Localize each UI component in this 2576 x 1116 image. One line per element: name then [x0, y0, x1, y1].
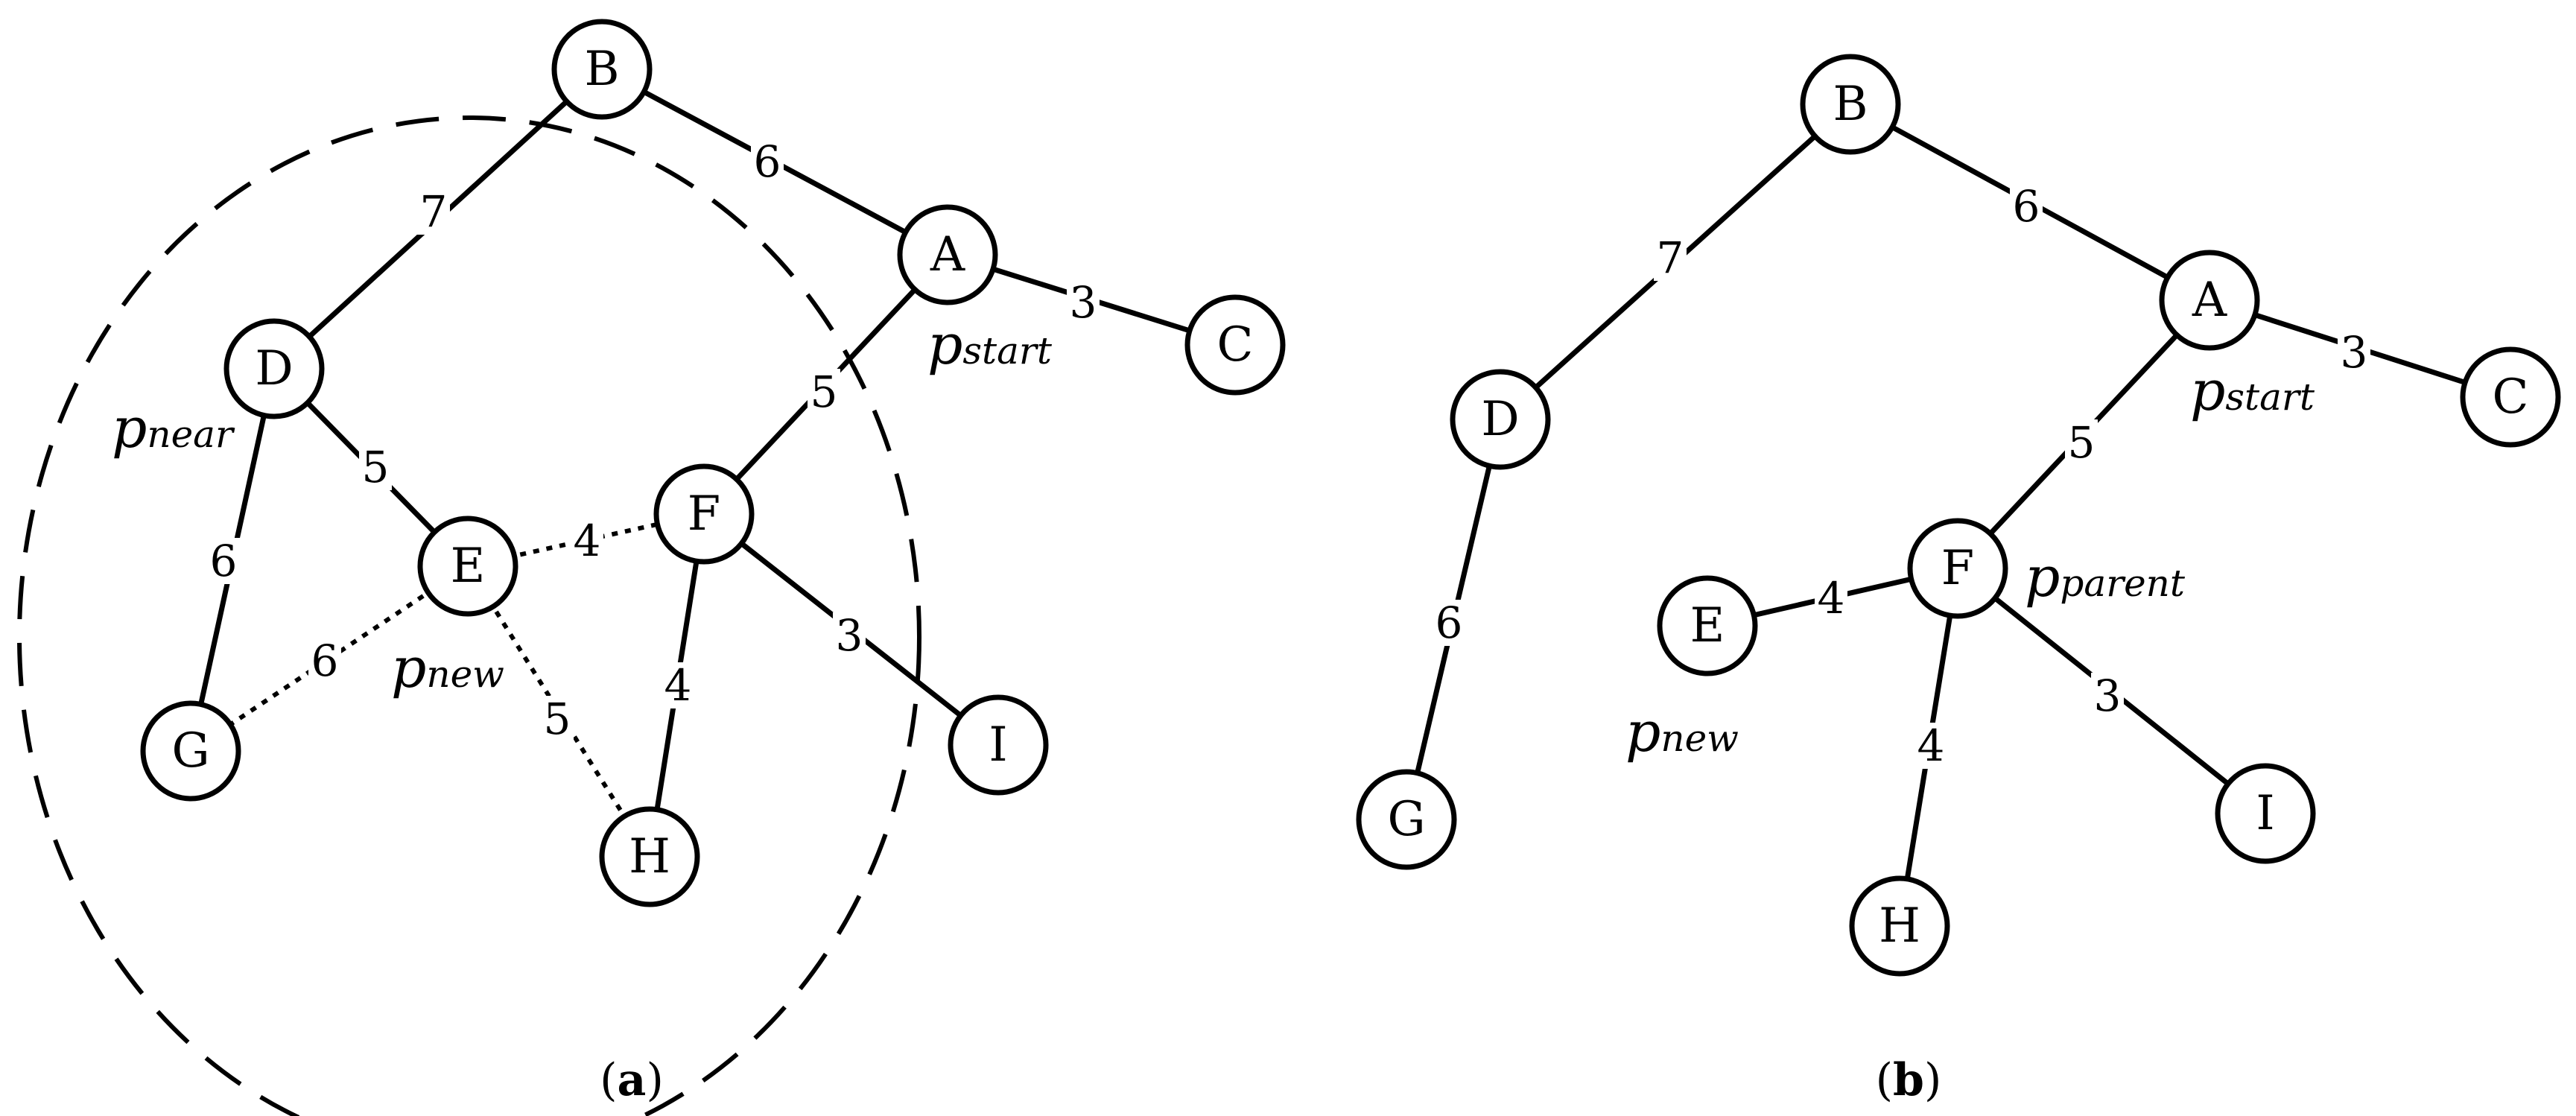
svg-text:6: 6: [754, 136, 781, 187]
neighborhood-circle: [17, 115, 921, 1116]
svg-text:6: 6: [311, 635, 339, 686]
node-a-C: C: [1184, 294, 1286, 396]
node-b-G: G: [1356, 769, 1457, 870]
panel-b: 6 7 3 5 6 4 4 3: [1356, 54, 2561, 1106]
svg-text:5: 5: [2068, 417, 2096, 468]
node-a-H: H: [599, 806, 700, 907]
svg-text:D: D: [1481, 392, 1519, 447]
weight-b-b-d: 7: [1654, 232, 1687, 283]
svg-text:5: 5: [810, 367, 838, 417]
caption-b: (b): [1876, 1054, 1942, 1106]
svg-text:3: 3: [2094, 670, 2122, 721]
annotation-b-p-new: pnew: [1625, 700, 1739, 764]
weight-b-d-g: 6: [1433, 597, 1465, 648]
annotation-a-p-new: pnew: [391, 636, 504, 700]
svg-text:3: 3: [836, 610, 863, 661]
svg-text:3: 3: [2341, 327, 2368, 378]
svg-text:G: G: [1387, 792, 1425, 847]
svg-text:I: I: [2256, 786, 2274, 841]
weight-b-a-c: 3: [2338, 327, 2370, 378]
node-a-D: D: [223, 318, 325, 419]
svg-text:4: 4: [1818, 573, 1845, 624]
svg-text:3: 3: [1070, 277, 1097, 328]
weight-a-a-c: 3: [1067, 277, 1100, 328]
caption-a: (a): [600, 1054, 664, 1106]
node-a-G: G: [140, 700, 241, 802]
node-b-B: B: [1800, 54, 1901, 155]
svg-text:H: H: [629, 829, 670, 884]
weight-b-a-f: 5: [2065, 417, 2098, 468]
node-a-F: F: [653, 463, 755, 565]
node-b-E: E: [1657, 575, 1758, 676]
weight-a-e-g: 6: [308, 635, 341, 686]
svg-text:A: A: [930, 227, 965, 282]
svg-text:B: B: [1833, 77, 1868, 132]
svg-text:5: 5: [362, 442, 390, 492]
weight-b-f-h: 4: [1914, 720, 1947, 771]
svg-text:C: C: [1217, 317, 1254, 372]
node-a-E: E: [417, 516, 518, 617]
svg-text:F: F: [688, 486, 720, 542]
node-b-A: A: [2159, 250, 2260, 351]
weight-a-b-a: 6: [751, 136, 784, 187]
weight-a-e-f: 4: [571, 516, 603, 566]
svg-text:5: 5: [544, 694, 571, 744]
svg-text:H: H: [1879, 898, 1920, 954]
node-b-C: C: [2460, 346, 2561, 448]
svg-text:4: 4: [664, 660, 692, 711]
weight-b-f-e: 4: [1815, 573, 1847, 624]
svg-text:E: E: [1690, 598, 1725, 653]
svg-text:7: 7: [1657, 232, 1684, 283]
weight-a-f-h: 4: [662, 660, 694, 711]
svg-text:F: F: [1941, 541, 1974, 596]
node-b-D: D: [1450, 369, 1551, 470]
svg-text:7: 7: [420, 186, 448, 237]
annotation-b-p-start: pstart: [2190, 359, 2315, 423]
svg-text:4: 4: [1917, 720, 1945, 771]
node-a-B: B: [551, 19, 653, 120]
node-a-I: I: [948, 694, 1049, 796]
weight-a-a-f: 5: [808, 367, 840, 417]
weight-a-d-e: 5: [359, 442, 392, 492]
annotation-a-p-start: pstart: [927, 313, 1053, 377]
node-b-I: I: [2215, 763, 2316, 864]
node-b-F: F: [1907, 518, 2008, 619]
panel-a: 6 7 3 5 5 6 4 6: [17, 19, 1286, 1116]
svg-text:I: I: [989, 717, 1007, 773]
node-b-H: H: [1849, 875, 1950, 977]
weight-a-d-g: 6: [207, 536, 240, 586]
weight-a-e-h: 5: [541, 694, 574, 744]
svg-text:A: A: [2192, 273, 2227, 328]
weight-a-b-d: 7: [417, 186, 450, 237]
svg-text:G: G: [171, 723, 209, 779]
svg-text:6: 6: [1435, 597, 1463, 648]
svg-text:C: C: [2493, 370, 2529, 425]
node-a-A: A: [897, 204, 998, 305]
annotation-b-p-parent: pparent: [2025, 545, 2186, 609]
weight-b-b-a: 6: [2010, 181, 2043, 232]
svg-text:E: E: [451, 539, 486, 594]
annotation-a-p-near: pnear: [112, 396, 235, 460]
svg-text:4: 4: [574, 516, 601, 566]
edge-a-e-h: [466, 565, 652, 858]
svg-text:B: B: [584, 42, 619, 97]
weight-b-f-i: 3: [2091, 670, 2124, 721]
weight-a-f-i: 3: [833, 610, 866, 661]
svg-text:D: D: [255, 341, 293, 396]
svg-text:6: 6: [210, 536, 238, 586]
svg-text:6: 6: [2013, 181, 2040, 232]
